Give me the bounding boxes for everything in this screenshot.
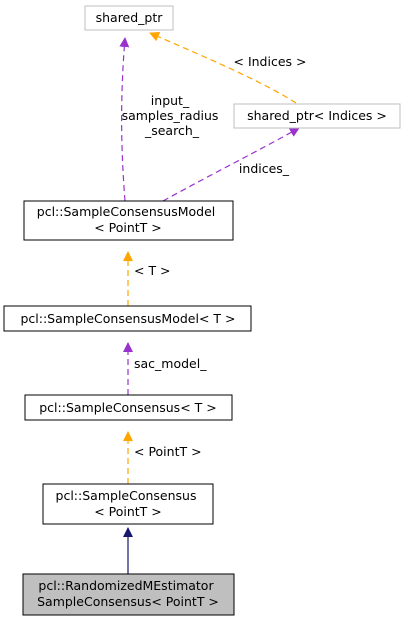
- edge-label-sac-model: sac_model_: [134, 356, 207, 371]
- svg-text:pcl::SampleConsensusModel: pcl::SampleConsensusModel < PointT >: [37, 204, 219, 235]
- edge-label-t-template: < T >: [134, 263, 171, 278]
- svg-text:pcl::SampleConsensus< T >: pcl::SampleConsensus< T >: [39, 400, 216, 415]
- svg-text:shared_ptr< Indices >: shared_ptr< Indices >: [247, 108, 387, 123]
- svg-text:pcl::RandomizedMEstimator: pcl::RandomizedMEstimator SampleConsensu…: [37, 578, 219, 609]
- edge-indices-template: [149, 32, 297, 104]
- node-sample-consensus-model-pointt[interactable]: pcl::SampleConsensusModel < PointT >: [23, 200, 234, 241]
- edge-label-indices: indices_: [239, 161, 290, 176]
- svg-text:shared_ptr: shared_ptr: [96, 10, 164, 25]
- node-sample-consensus-model-t[interactable]: pcl::SampleConsensusModel< T >: [3, 305, 252, 332]
- node-sample-consensus-t[interactable]: pcl::SampleConsensus< T >: [24, 394, 233, 421]
- edge-label-indices-template: < Indices >: [234, 54, 307, 69]
- svg-text:pcl::SampleConsensusModel< T >: pcl::SampleConsensusModel< T >: [20, 311, 235, 326]
- node-shared-ptr[interactable]: shared_ptr: [84, 5, 174, 31]
- edge-indices: [162, 127, 300, 202]
- node-shared-ptr-indices[interactable]: shared_ptr< Indices >: [233, 103, 401, 129]
- node-sample-consensus-pointt[interactable]: pcl::SampleConsensus < PointT >: [42, 483, 214, 525]
- svg-text:pcl::SampleConsensus < P: pcl::SampleConsensus < PointT >: [56, 488, 201, 519]
- edge-label-pointt-template: < PointT >: [134, 444, 202, 459]
- edge-input-samples: [119, 37, 130, 202]
- edge-label-input-samples: input_ samples_radius _search_: [122, 93, 223, 138]
- node-randomized-m-estimator-sac[interactable]: pcl::RandomizedMEstimator SampleConsensu…: [22, 573, 235, 616]
